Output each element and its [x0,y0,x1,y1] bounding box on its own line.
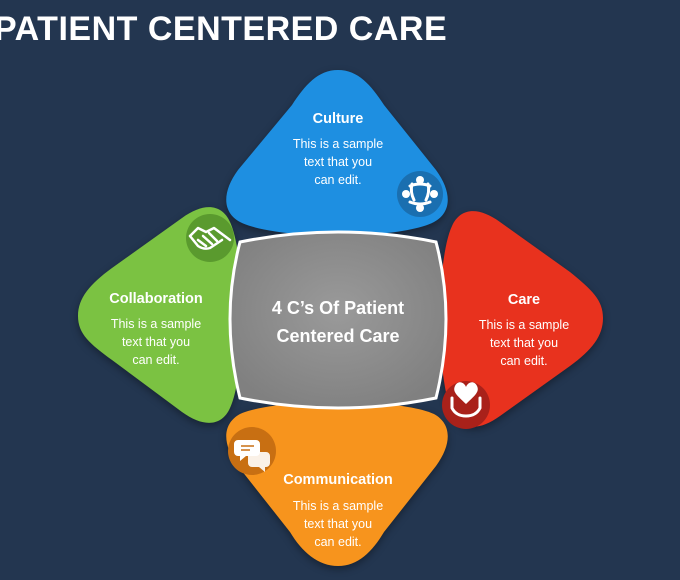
culture-text-line-1: This is a sample [293,137,383,151]
care-text-line-1: This is a sample [479,318,569,332]
care-shape [440,211,603,427]
center-shape [228,230,448,410]
page-title: PATIENT CENTERED CARE [0,10,448,48]
collaboration-text-line-1: This is a sample [111,317,201,331]
handshake-icon [186,214,234,262]
communication-heading: Communication [283,472,393,488]
communication-text-line-2: text that you [304,517,372,531]
center-title-line-2: Centered Care [276,326,399,346]
collaboration-text-line-3: can edit. [132,353,179,367]
collaboration-heading: Collaboration [109,291,202,307]
care-heading: Care [508,292,540,308]
collaboration-shape [78,207,242,423]
culture-heading: Culture [313,111,364,127]
communication-text-line-1: This is a sample [293,499,383,513]
collaboration-text-line-2: text that you [122,335,190,349]
culture-text-line-3: can edit. [314,173,361,187]
collaboration-petal: Collaboration This is a sample text that… [78,207,242,423]
people-circle-icon [397,171,443,217]
communication-shape [226,402,448,566]
center-title-line-1: 4 C’s Of Patient [272,298,404,318]
culture-text-line-2: text that you [304,155,372,169]
communication-text-line-3: can edit. [314,535,361,549]
care-petal: Care This is a sample text that you can … [440,211,603,429]
communication-petal: Communication This is a sample text that… [226,402,448,566]
culture-petal: Culture This is a sample text that you c… [226,70,448,236]
care-text-line-2: text that you [490,336,558,350]
care-text-line-3: can edit. [500,354,547,368]
chat-bubbles-icon [228,427,276,475]
heart-hands-icon [442,381,490,429]
center-hub: 4 C’s Of Patient Centered Care [228,230,448,410]
culture-shape [226,70,448,236]
